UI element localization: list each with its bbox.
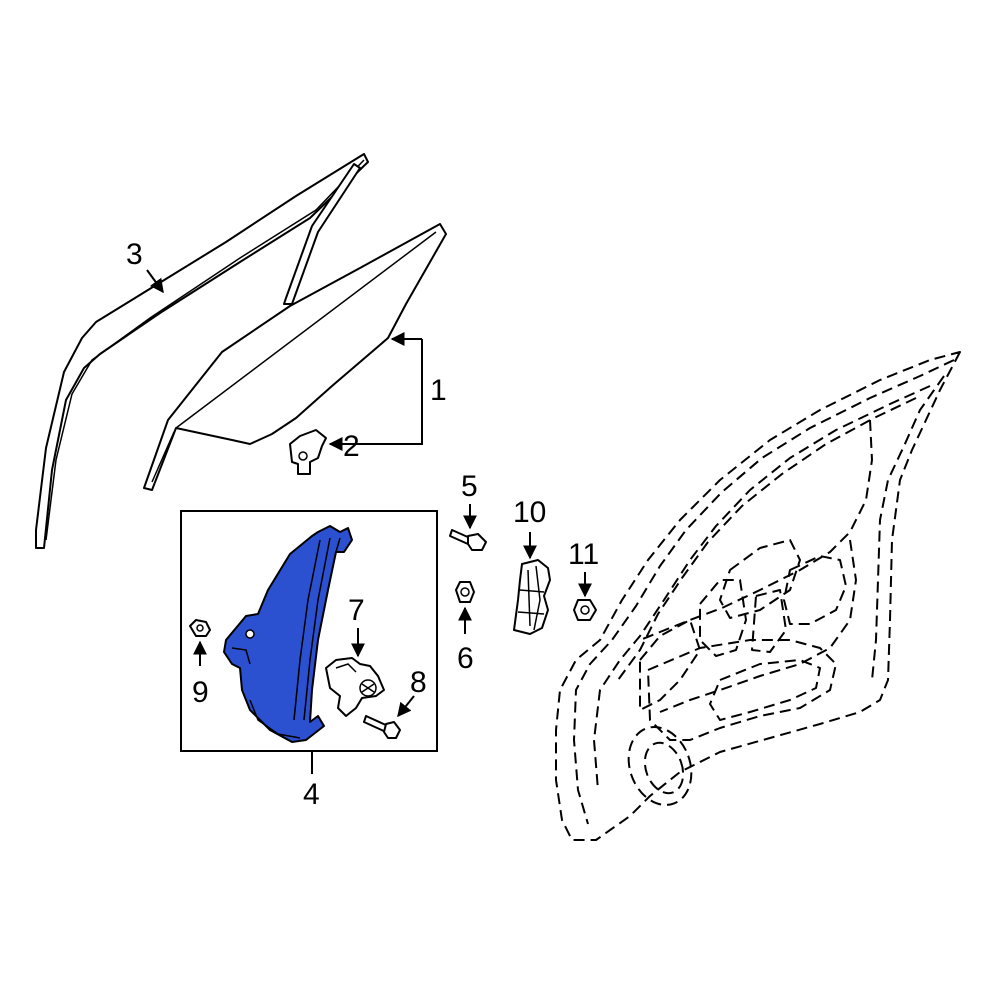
leader-3 [146,269,164,294]
callout-11: 11 [568,538,599,571]
glass-guide-bracket[interactable] [513,559,551,635]
bolt[interactable] [449,529,487,551]
callout-9: 9 [192,676,209,709]
callout-10: 10 [513,496,546,529]
callout-4: 4 [303,778,320,811]
leader-8 [397,695,415,718]
regulator-motor[interactable] [325,657,385,717]
regulator-assembly-box [180,510,438,752]
bracket-nut[interactable] [573,599,597,621]
callout-2: 2 [343,430,360,463]
glass-bracket[interactable] [289,429,327,475]
motor-bolt[interactable] [363,715,401,739]
callout-7: 7 [348,594,365,627]
door-glass[interactable] [143,223,447,491]
nut[interactable] [455,581,475,603]
callout-3: 3 [126,238,143,271]
window-regulator[interactable] [223,525,353,743]
door-shell-phantom [555,351,961,841]
regulator-nut[interactable] [189,619,211,637]
callout-6: 6 [457,642,474,675]
callout-8: 8 [410,666,427,699]
callout-1: 1 [430,374,447,407]
leader-1-2 [328,332,423,451]
run-channel[interactable] [35,153,369,549]
callout-5: 5 [461,470,478,503]
